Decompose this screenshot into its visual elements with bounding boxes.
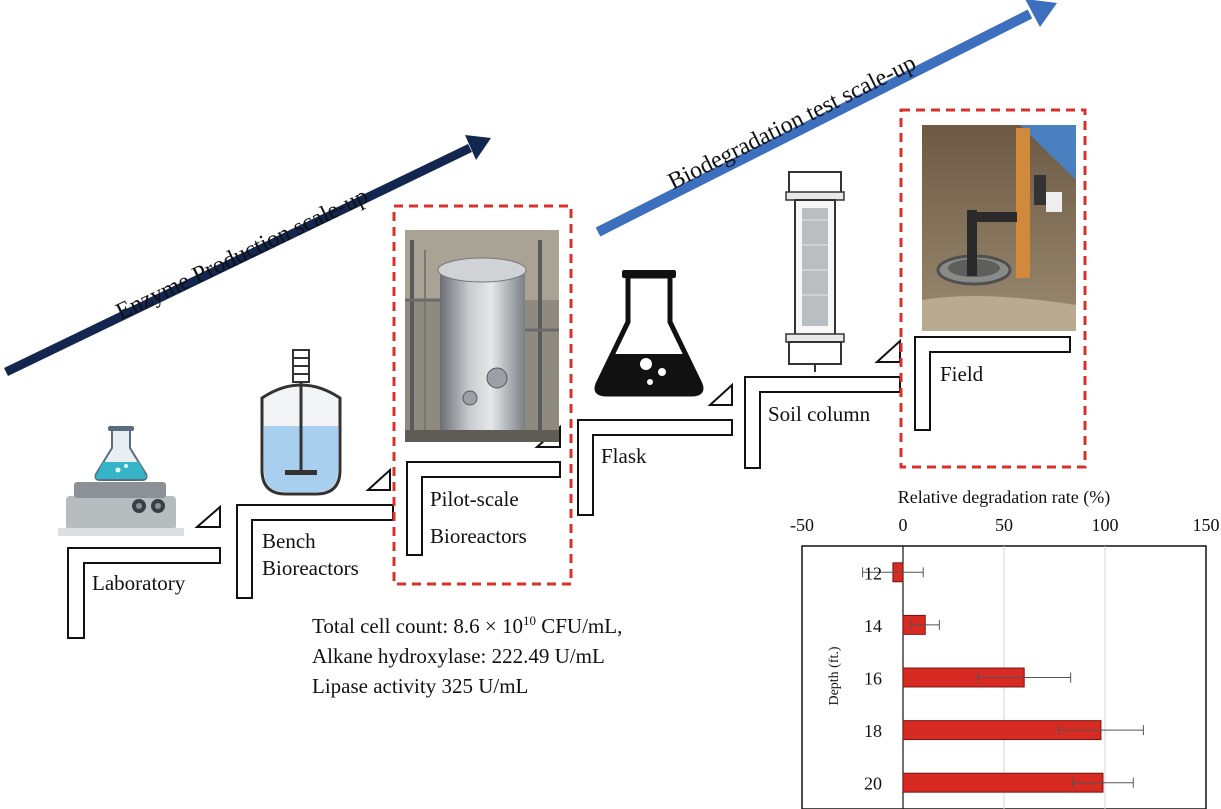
stat-alkane-hydroxylase: Alkane hydroxylase: 222.49 U/mL xyxy=(312,644,605,668)
stat-cell-count: Total cell count: 8.6 × 1010 CFU/mL, xyxy=(312,606,622,641)
y-axis-label: Depth (ft.) xyxy=(827,646,842,705)
y-tick-label: 14 xyxy=(864,616,882,636)
field-photo xyxy=(922,125,1076,331)
stair-triangle xyxy=(874,338,901,363)
degradation-chart: Relative degradation rate (%) -50 0 50 100 15… xyxy=(790,487,1220,809)
x-tick-label: -50 xyxy=(790,515,814,535)
y-tick-label: 16 xyxy=(864,669,882,689)
cell-count-suffix: CFU/mL, xyxy=(536,614,623,638)
step-label-laboratory: Laboratory xyxy=(92,571,186,595)
soil-column-icon xyxy=(785,171,845,372)
cell-count-prefix: Total cell count: 8.6 × 10 xyxy=(312,614,523,638)
field-highlight-box xyxy=(899,108,1087,469)
step-label-soil-column: Soil column xyxy=(768,402,871,426)
laboratory-hotplate-icon xyxy=(58,426,184,536)
y-tick-label: 12 xyxy=(864,563,882,583)
stair-step-laboratory xyxy=(67,547,221,639)
bench-bioreactor-icon xyxy=(260,349,342,496)
stair-step-field xyxy=(914,336,1071,431)
production-stats: Total cell count: 8.6 × 1010 CFU/mL, Alk… xyxy=(312,606,622,701)
cell-count-exponent: 10 xyxy=(523,613,536,628)
step-label-bench-line1: Bench xyxy=(262,529,316,553)
step-label-field: Field xyxy=(940,362,984,386)
y-tick-label: 20 xyxy=(864,774,882,794)
step-label-flask: Flask xyxy=(601,444,647,468)
pilot-highlight-box xyxy=(392,204,573,586)
stair-triangle xyxy=(194,504,221,528)
flask-icon xyxy=(594,270,704,397)
stair-step-pilot xyxy=(406,461,561,556)
enzyme-scale-up-arrow xyxy=(4,135,491,377)
step-label-bench-line2: Bioreactors xyxy=(262,556,359,580)
stat-lipase-activity: Lipase activity 325 U/mL xyxy=(312,674,529,698)
stair-triangle xyxy=(707,382,733,406)
step-label-pilot-line1: Pilot-scale xyxy=(430,487,519,511)
biodegradation-scale-up-arrow xyxy=(595,0,1057,237)
pilot-bioreactor-photo xyxy=(405,230,559,442)
x-tick-label: 100 xyxy=(1092,515,1119,535)
x-tick-label: 0 xyxy=(899,515,908,535)
step-label-pilot-line2: Bioreactors xyxy=(430,524,527,548)
chart-title: Relative degradation rate (%) xyxy=(898,487,1110,508)
y-tick-label: 18 xyxy=(864,721,882,741)
stair-triangle xyxy=(365,467,391,491)
stair-step-flask xyxy=(577,419,733,516)
x-tick-label: 50 xyxy=(995,515,1013,535)
x-tick-label: 150 xyxy=(1193,515,1220,535)
